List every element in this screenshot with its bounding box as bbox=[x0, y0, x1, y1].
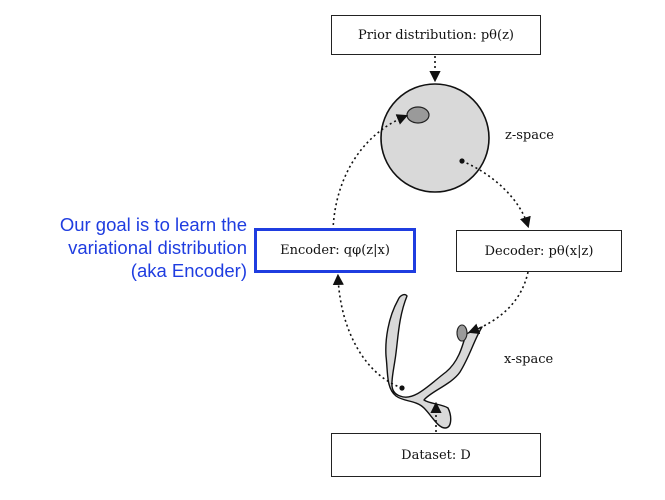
goal-annotation: Our goal is to learn the variational dis… bbox=[60, 213, 247, 282]
x-latent-region bbox=[456, 324, 468, 342]
z-space-sphere bbox=[380, 83, 490, 193]
encoder-label: Encoder: qφ(z|x) bbox=[280, 243, 390, 258]
goal-line-3: (aka Encoder) bbox=[130, 260, 247, 281]
x-space-manifold bbox=[385, 293, 483, 429]
arrow-decoder-to-x bbox=[467, 271, 529, 335]
dataset-box: Dataset: D bbox=[331, 433, 541, 477]
arrow-z-to-decoder bbox=[461, 160, 531, 229]
arrow-encoder-to-z bbox=[332, 114, 409, 231]
z-space-label: z-space bbox=[505, 128, 554, 143]
goal-line-2: variational distribution bbox=[68, 237, 247, 258]
prior-distribution-label: Prior distribution: pθ(z) bbox=[358, 27, 514, 43]
decoder-label: Decoder: pθ(x|z) bbox=[484, 243, 594, 259]
goal-line-1: Our goal is to learn the bbox=[59, 214, 247, 235]
x-space-label: x-space bbox=[504, 352, 554, 367]
prior-distribution-box: Prior distribution: pθ(z) bbox=[331, 15, 541, 55]
z-latent-region bbox=[406, 106, 430, 124]
decoder-box: Decoder: pθ(x|z) bbox=[456, 230, 622, 272]
encoder-box: Encoder: qφ(z|x) bbox=[254, 228, 416, 273]
dataset-label: Dataset: D bbox=[401, 447, 471, 463]
